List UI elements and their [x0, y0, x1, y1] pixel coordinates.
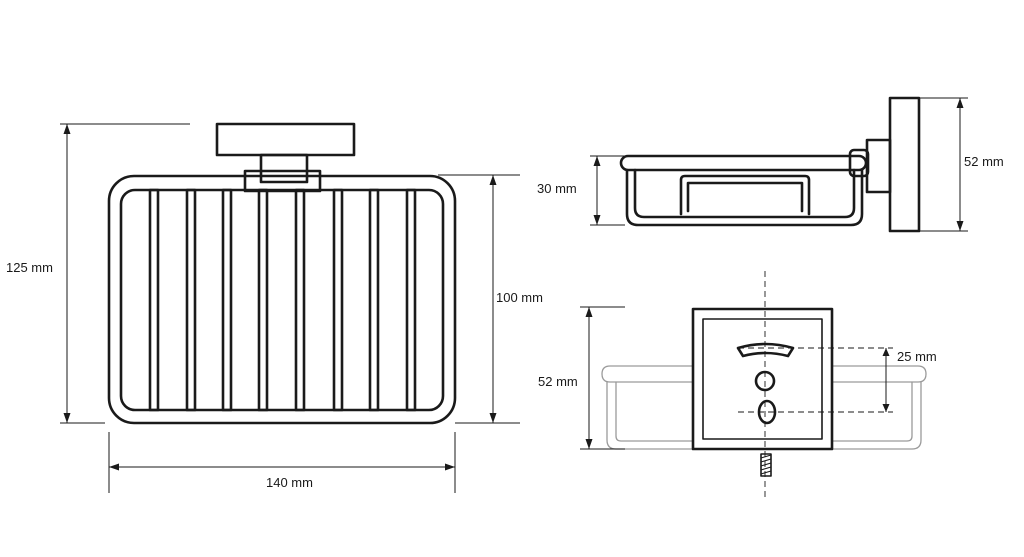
rear-view: 25 mm 52 mm [538, 271, 937, 500]
rear-wall-plate-inner [702, 318, 823, 440]
front-basket-bars [148, 188, 417, 412]
rear-screw [760, 453, 772, 477]
dim-side-depth [590, 155, 625, 226]
front-holder-block [259, 153, 309, 184]
label-side-depth: 30 mm [537, 181, 577, 196]
dim-side-height [919, 97, 968, 232]
label-total-height: 125 mm [6, 260, 53, 275]
side-wall-plate [888, 96, 921, 233]
dim-basket-height [438, 174, 520, 424]
front-basket-outer [107, 174, 457, 425]
front-wall-plate [215, 122, 356, 157]
side-rail-cap [848, 148, 870, 178]
dim-rear-height [580, 306, 625, 450]
side-holder-block [865, 138, 892, 194]
side-top-rail [619, 154, 868, 172]
side-bar-outer [679, 174, 811, 216]
side-bar-inner [686, 181, 804, 213]
rear-keyhole-slot [736, 342, 795, 358]
dim-total-height [60, 123, 190, 424]
dim-width [108, 432, 456, 493]
label-rear-height: 52 mm [538, 374, 578, 389]
side-view: 30 mm 52 mm [537, 96, 1004, 233]
dim-hole-spacing [882, 348, 890, 412]
side-basket-outer [625, 168, 864, 227]
side-basket-inner [633, 168, 856, 219]
label-hole-spacing: 25 mm [897, 349, 937, 364]
label-basket-height: 100 mm [496, 290, 543, 305]
rear-wall-plate [691, 307, 834, 451]
front-basket-inner [119, 188, 445, 412]
label-width: 140 mm [266, 475, 313, 490]
rear-round-hole [754, 370, 776, 392]
label-side-height: 52 mm [964, 154, 1004, 169]
front-view: 125 mm 100 mm 140 mm [6, 122, 543, 493]
rear-basket [601, 365, 927, 450]
